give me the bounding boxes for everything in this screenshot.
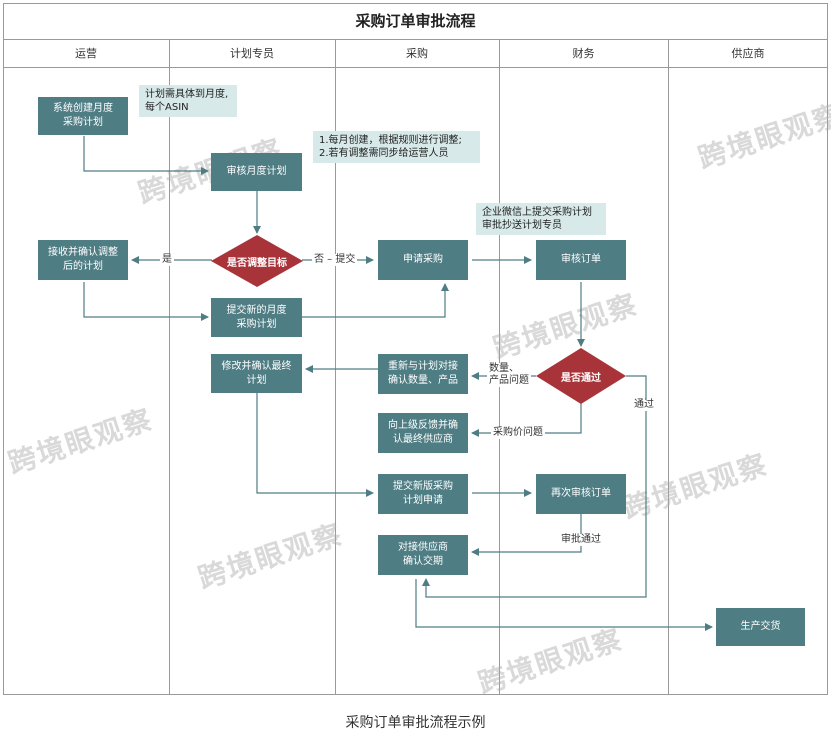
box-receive-confirm-plan: 接收并确认调整 后的计划 xyxy=(38,240,128,280)
box-production-delivery: 生产交货 xyxy=(716,608,805,646)
lane-header-finance: 财务 xyxy=(499,40,668,68)
lane-header-operations: 运营 xyxy=(3,40,169,68)
decision-pass-shape xyxy=(536,348,626,404)
diagram-frame xyxy=(3,3,828,695)
box-modify-confirm-plan: 修改并确认最终 计划 xyxy=(211,354,302,393)
decision-pass: 是否通过 xyxy=(561,372,601,384)
arrow-pass xyxy=(422,375,647,598)
box-submit-new-version: 提交新版采购 计划申请 xyxy=(378,474,468,514)
label-no-submit: 否 – 提交 xyxy=(312,254,358,266)
box-system-create-plan: 系统创建月度 采购计划 xyxy=(38,97,128,135)
label-quantity-issue: 数量、 产品问题 xyxy=(487,363,531,387)
label-approved: 审批通过 xyxy=(559,534,603,546)
label-yes: 是 xyxy=(160,254,174,266)
note-asin: 计划需具体到月度, 每个ASIN xyxy=(139,85,237,117)
box-submit-new-monthly-plan: 提交新的月度 采购计划 xyxy=(211,298,302,337)
box-report-supplier: 向上级反馈并确 认最终供应商 xyxy=(378,413,468,453)
lane-header-purchasing: 采购 xyxy=(335,40,499,68)
arrow-receive-to-submit xyxy=(83,282,209,321)
diagram-title: 采购订单审批流程 xyxy=(3,3,828,40)
note-wechat-submit: 企业微信上提交采购计划 审批抄送计划专员 xyxy=(476,203,606,235)
arrow-to-production xyxy=(415,579,713,631)
lane-header-planner: 计划专员 xyxy=(169,40,335,68)
box-renegotiate-quantity: 重新与计划对接 确认数量、产品 xyxy=(378,354,468,394)
arrow-create-to-review xyxy=(83,136,209,175)
arrow-modify-to-new-version xyxy=(256,393,374,497)
box-review-monthly-plan: 审核月度计划 xyxy=(211,153,302,191)
arrow-approved xyxy=(471,514,582,556)
box-contact-supplier: 对接供应商 确认交期 xyxy=(378,535,468,575)
box-apply-purchase: 申请采购 xyxy=(378,240,468,280)
box-review-order: 审核订单 xyxy=(536,240,626,280)
label-price-issue: 采购价问题 xyxy=(491,427,545,439)
arrow-submit-to-apply xyxy=(302,283,449,318)
figure-caption: 采购订单审批流程示例 xyxy=(345,715,486,731)
box-re-review-order: 再次审核订单 xyxy=(536,474,626,514)
label-pass: 通过 xyxy=(632,399,656,411)
decision-adjust-target-shape xyxy=(211,235,303,287)
lane-divider xyxy=(335,40,336,695)
lane-divider xyxy=(668,40,669,695)
lane-header-supplier: 供应商 xyxy=(668,40,828,68)
lane-divider xyxy=(169,40,170,695)
decision-adjust-target: 是否调整目标 xyxy=(227,257,287,269)
note-monthly-rules: 1.每月创建，根据规则进行调整; 2.若有调整需同步给运营人员 xyxy=(313,131,480,163)
